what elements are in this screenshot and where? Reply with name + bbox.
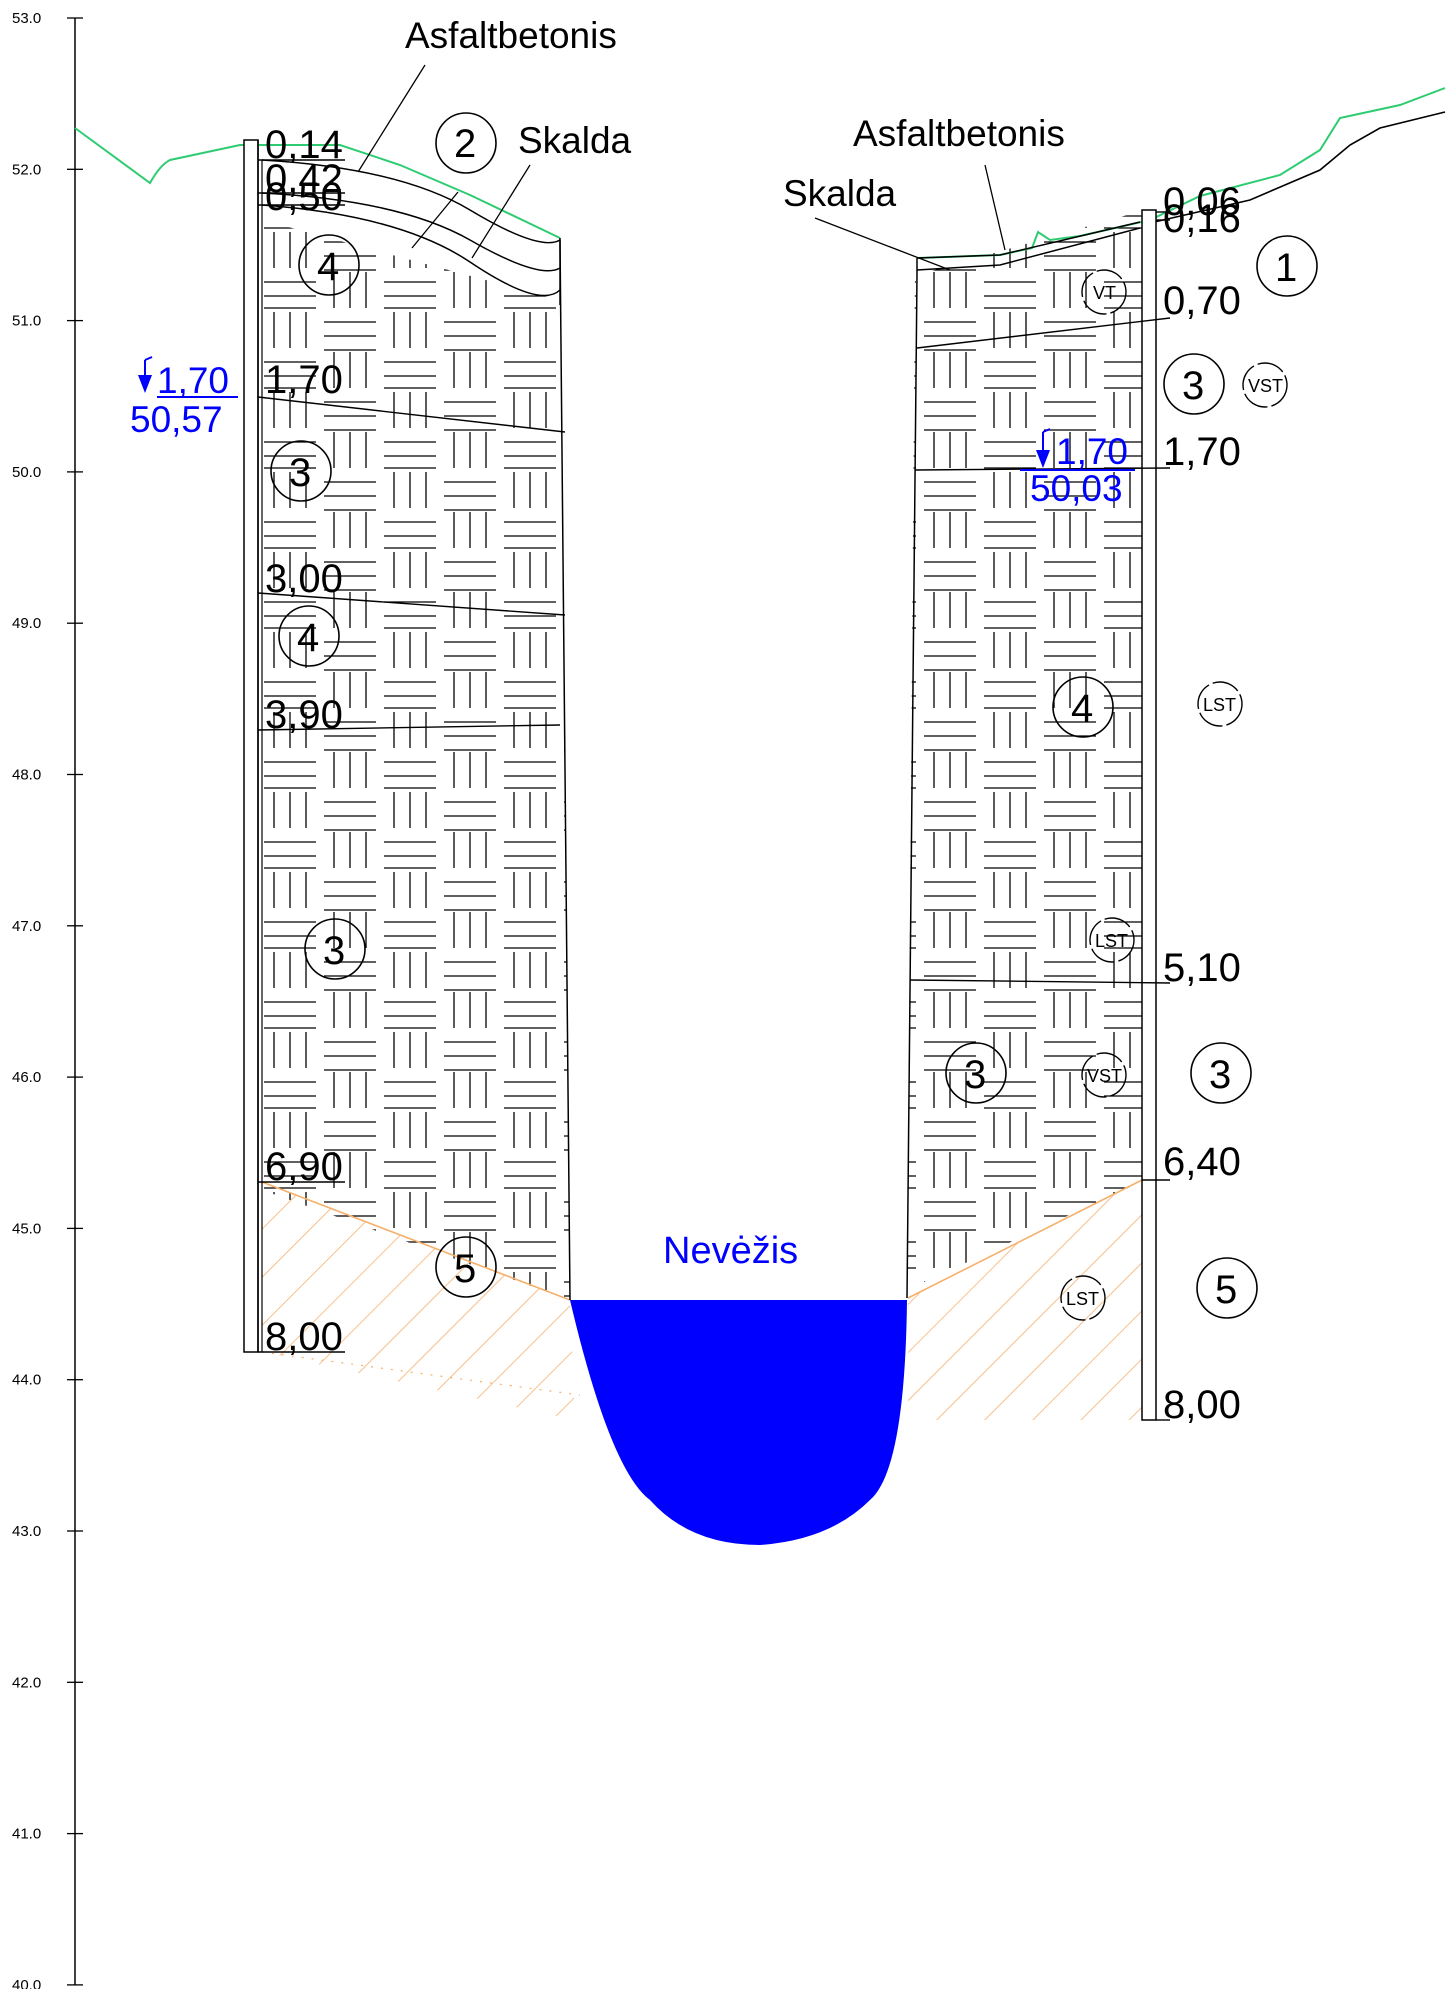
- left-depth-8-00: 8,00: [265, 1315, 343, 1359]
- right-depth-5-10: 5,10: [1163, 946, 1241, 990]
- right-layer-4: 4: [1071, 687, 1093, 731]
- y-tick-label: 46.0: [12, 1069, 41, 1086]
- y-tick-label: 43.0: [12, 1523, 41, 1540]
- river-label: Nevėžis: [663, 1230, 798, 1272]
- right-gravel-label: Skalda: [783, 173, 897, 214]
- left-layer-2: 2: [454, 122, 476, 166]
- y-tick-label: 44.0: [12, 1372, 41, 1389]
- right-sand-fill: [908, 1180, 1142, 1420]
- y-tick-label: 40.0: [12, 1977, 41, 1989]
- right-sand-top: [907, 1179, 1143, 1299]
- left-depth-0-42: 0,42: [265, 157, 343, 201]
- sample-markers: [1060, 269, 1288, 1321]
- y-tick-label: 41.0: [12, 1826, 41, 1843]
- sample-lst-top: LST: [1203, 695, 1236, 715]
- y-tick-label: 42.0: [12, 1674, 41, 1691]
- left-sand-bottom: [261, 1351, 581, 1396]
- river-water: [570, 1300, 907, 1545]
- sample-lst-mid: LST: [1095, 931, 1128, 951]
- sample-vst-top: VST: [1248, 376, 1283, 396]
- right-layer-3-top: 3: [1182, 364, 1204, 408]
- right-water-depth: 1,70: [1056, 431, 1128, 472]
- left-depth-0-14: 0,14: [265, 123, 343, 167]
- left-depth-0-50: 0,50: [265, 175, 343, 219]
- sample-lst-low: LST: [1066, 1289, 1099, 1309]
- left-clay-fill: [262, 220, 570, 1300]
- right-asphalt-label: Asfaltbetonis: [853, 113, 1065, 154]
- right-depth-6-40: 6,40: [1163, 1140, 1241, 1184]
- right-depth-8-00: 8,00: [1163, 1383, 1241, 1427]
- left-layer-3-mid: 3: [323, 929, 345, 973]
- sample-vt: VT: [1093, 283, 1116, 303]
- right-borehole: [906, 209, 1171, 1421]
- left-depth-6-90: 6,90: [265, 1145, 343, 1189]
- y-tick-label: 47.0: [12, 918, 41, 935]
- right-layer-5: 5: [1215, 1268, 1237, 1312]
- right-water-level: 50,03: [1030, 468, 1123, 509]
- left-water-depth: 1,70: [157, 360, 229, 401]
- y-tick-label: 45.0: [12, 1220, 41, 1237]
- y-tick-label: 48.0: [12, 767, 41, 784]
- y-tick-label: 49.0: [12, 615, 41, 632]
- y-tick-label: 52.0: [12, 161, 41, 178]
- left-sand-fill: [262, 1182, 575, 1420]
- right-depth-labels: 0,06 0,16 0,70 1,70 5,10 6,40 8,00: [1163, 180, 1241, 1427]
- sample-vst-low: VST: [1087, 1066, 1122, 1086]
- left-layer-markers: [270, 112, 497, 1298]
- right-layer-markers: [945, 235, 1318, 1319]
- left-sand-top: [261, 1181, 571, 1301]
- left-layer-5: 5: [454, 1247, 476, 1291]
- right-groundwater: 1,70 50,03: [1020, 428, 1135, 509]
- left-groundwater: 1,70 50,57: [130, 356, 238, 440]
- left-pavement-layers: [261, 159, 561, 305]
- right-depth-0-70: 0,70: [1163, 279, 1241, 323]
- right-layer-1: 1: [1275, 246, 1297, 290]
- left-water-level: 50,57: [130, 399, 223, 440]
- right-depth-0-06: 0,06: [1163, 180, 1241, 224]
- left-depth-1-70: 1,70: [265, 358, 343, 402]
- y-tick-label: 51.0: [12, 313, 41, 330]
- right-layer-3-outer: 3: [1209, 1053, 1231, 1097]
- left-depth-3-00: 3,00: [265, 557, 343, 601]
- left-borehole: [243, 139, 571, 1353]
- left-depth-labels: 0,14 0,42 0,50 1,70 3,00 3,90 6,90 8,00: [265, 123, 343, 1359]
- right-layer-3-inner: 3: [964, 1053, 986, 1097]
- left-gravel-label: Skalda: [518, 120, 632, 161]
- left-layer-4-top: 4: [317, 245, 339, 289]
- left-asphalt-label: Asfaltbetonis: [405, 15, 617, 56]
- y-tick-label: 53.0: [12, 10, 41, 27]
- left-layer-3-top: 3: [289, 451, 311, 495]
- y-tick-label: 50.0: [12, 464, 41, 481]
- right-depth-1-70: 1,70: [1163, 430, 1241, 474]
- left-depth-3-90: 3,90: [265, 693, 343, 737]
- right-clay-fill: [907, 210, 1145, 1290]
- right-surface-line: [1149, 111, 1446, 224]
- right-depth-0-16: 0,16: [1163, 197, 1241, 241]
- y-axis: 53.0 52.0 51.0 50.0 49.0 48.0 47.0 46.0 45.0 44.0…: [12, 10, 83, 1989]
- left-layer-4-mid: 4: [297, 616, 319, 660]
